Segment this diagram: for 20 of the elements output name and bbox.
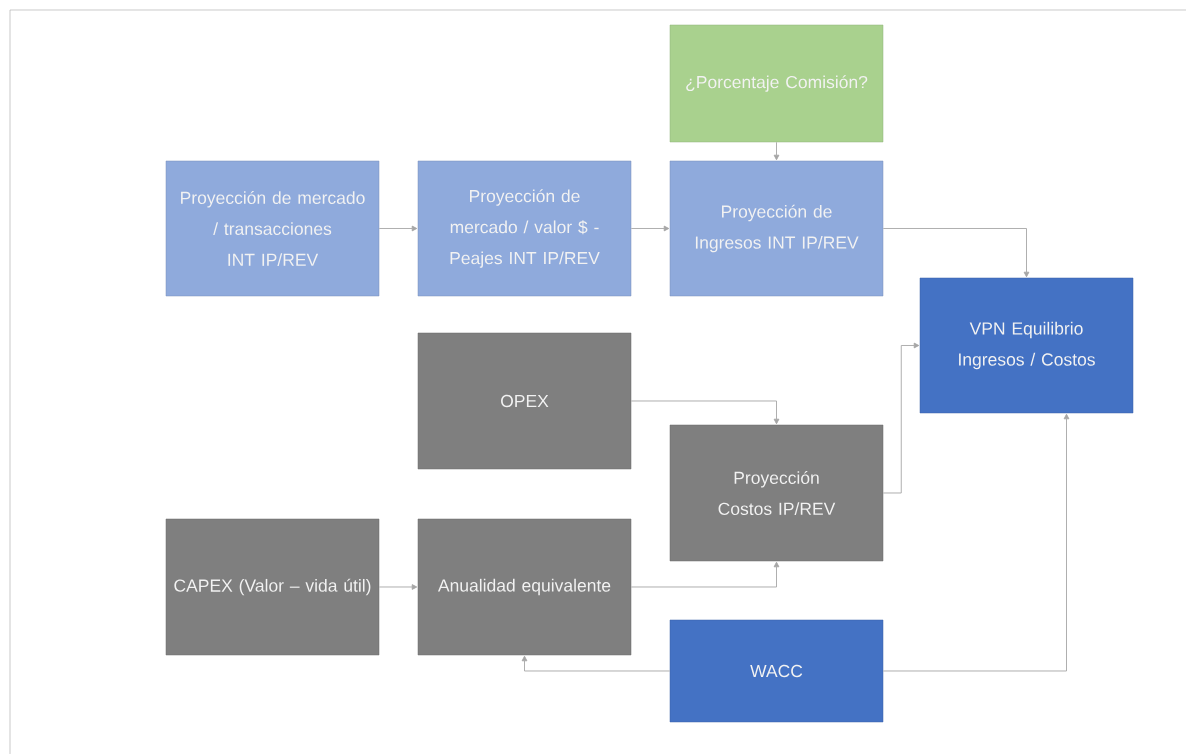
process-box: Proyección de mercado / transacciones INT IP/REV	[165, 160, 380, 297]
arrow	[521, 655, 671, 672]
process-box: VPN Equilibrio Ingresos / Costos	[919, 277, 1134, 414]
process-box: WACC	[669, 619, 884, 723]
process-box: Proyección de mercado / valor $ - Peajes INT IP/REV	[417, 160, 632, 297]
process-box: Proyección Costos IP/REV	[669, 424, 884, 562]
arrow	[630, 561, 780, 588]
arrow	[630, 225, 670, 232]
process-box: Proyección de Ingresos INT IP/REV	[669, 160, 884, 297]
process-box: Anualidad equivalente	[417, 518, 632, 656]
arrow	[630, 400, 780, 425]
arrow	[882, 413, 1070, 672]
arrow	[378, 225, 418, 232]
arrow	[773, 141, 780, 161]
process-box: CAPEX (Valor – vida útil)	[165, 518, 380, 656]
arrow	[882, 228, 1030, 278]
arrow	[882, 342, 920, 494]
process-box: OPEX	[417, 332, 632, 470]
arrow	[378, 584, 418, 590]
process-box: ¿Porcentaje Comisión?	[669, 24, 884, 143]
